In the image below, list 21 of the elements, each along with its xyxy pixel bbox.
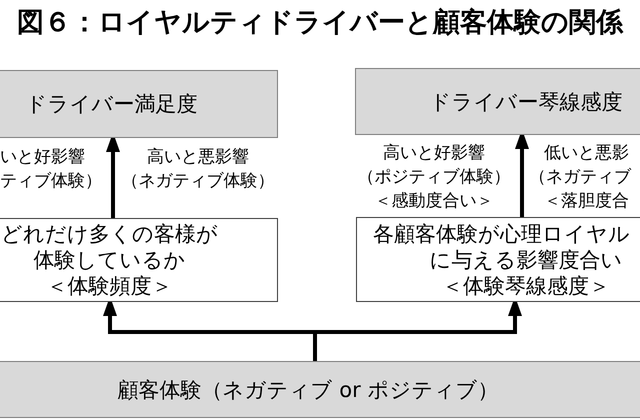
category-box xyxy=(355,68,640,135)
term-label: ＜体験琴線感度＞ xyxy=(441,272,611,298)
annotation-text: （ネガティブ xyxy=(529,166,631,189)
category-box xyxy=(0,70,278,138)
diagram-title: 図６：ロイヤルティドライバーと顧客体験の関係 xyxy=(16,6,624,40)
description-box xyxy=(0,218,278,302)
description-text: 各顧客体験が心理ロイヤル xyxy=(373,220,631,246)
category-label: 顧客体験（ネガティブ or ポジティブ） xyxy=(116,376,500,402)
annotation-text: ＜落胆度合 xyxy=(544,190,629,213)
category-label: ドライバー満足度 xyxy=(24,91,198,117)
annotation-text: 高いと悪影響（ネガティブ体験） xyxy=(120,146,276,193)
description-text: どれだけ多くの客様が体験しているか xyxy=(0,221,219,273)
category-box xyxy=(0,361,640,418)
annotation-text: 高いと好影響（ポジティブ体験）＜感動度合い＞ xyxy=(356,142,512,213)
term-label: ＜体験頻度＞ xyxy=(46,273,174,299)
category-label: ドライバー琴線感度 xyxy=(428,88,624,114)
description-text: に与える影響度合い xyxy=(428,246,624,272)
annotation-text: 低いと悪影 xyxy=(544,142,629,165)
annotation-text: ティブ体験） xyxy=(0,170,102,193)
description-box xyxy=(356,217,640,302)
annotation-text: いと好影響 xyxy=(0,146,85,169)
